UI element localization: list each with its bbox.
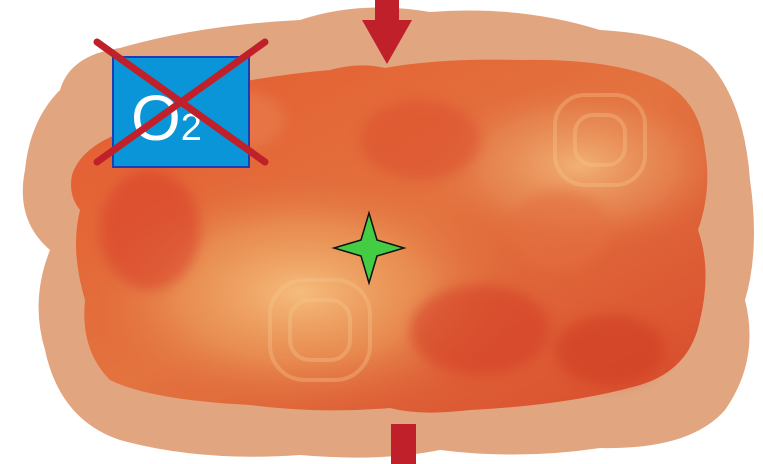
arrow-down-icon <box>375 0 399 22</box>
vertical-bar-icon <box>391 424 416 464</box>
o2-badge: O2 <box>97 42 265 167</box>
